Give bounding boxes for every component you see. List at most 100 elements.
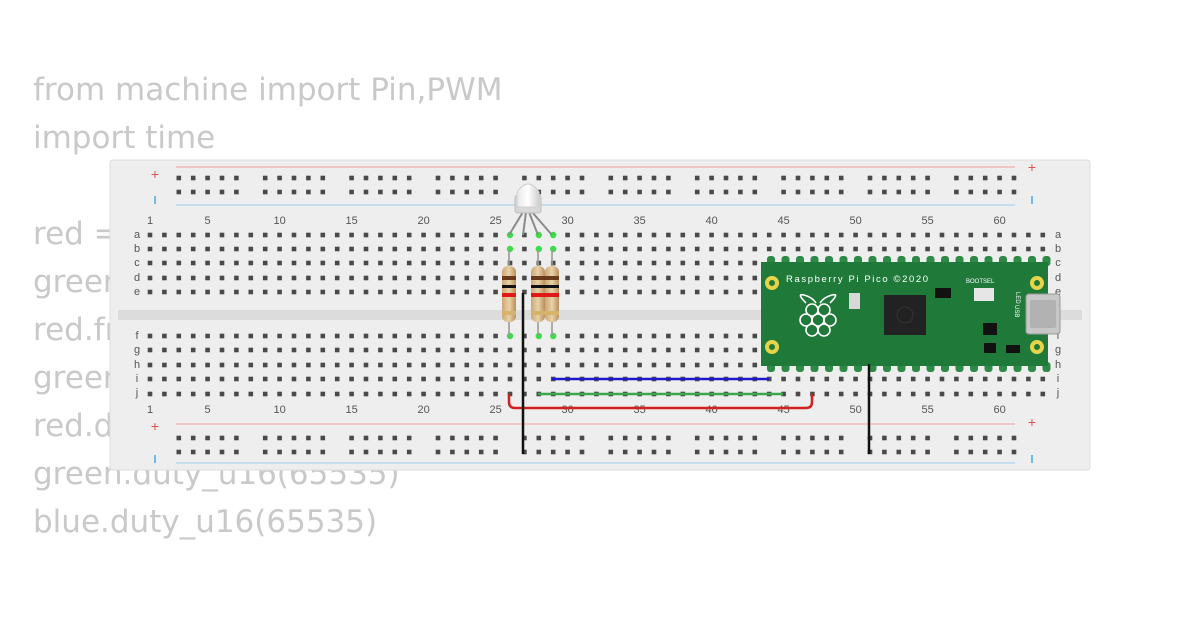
row-labels-right: a b c d e f g h i j xyxy=(1055,229,1062,399)
breadboard-hole xyxy=(334,260,340,266)
breadboard-hole xyxy=(651,289,657,295)
breadboard-hole xyxy=(378,347,383,353)
breadboard-hole xyxy=(478,275,484,281)
rgb-led[interactable] xyxy=(508,183,553,236)
rail-hole xyxy=(262,449,268,455)
breadboard-hole xyxy=(162,347,167,353)
breadboard-hole xyxy=(190,289,196,295)
breadboard-hole xyxy=(147,289,153,295)
breadboard-hole xyxy=(277,232,282,238)
breadboard-hole xyxy=(464,289,470,295)
breadboard-hole xyxy=(982,246,988,252)
breadboard-hole xyxy=(190,232,196,238)
breadboard-hole xyxy=(680,246,686,252)
rail-hole xyxy=(550,435,556,441)
breadboard-hole xyxy=(435,260,441,266)
breadboard-hole xyxy=(536,347,542,353)
raspberry-pi-pico[interactable]: Raspberry Pi Pico ©2020 BOOTSEL LED USB xyxy=(761,256,1061,372)
breadboard-hole xyxy=(277,260,282,266)
breadboard-hole xyxy=(363,333,369,339)
breadboard-hole xyxy=(622,289,628,295)
breadboard-hole xyxy=(205,391,210,397)
breadboard-hole xyxy=(421,260,426,266)
breadboard-hole xyxy=(680,275,686,281)
breadboard-hole xyxy=(939,232,945,238)
breadboard-hole xyxy=(176,391,182,397)
breadboard-hole xyxy=(709,260,714,266)
breadboard-hole xyxy=(478,333,484,339)
breadboard-hole xyxy=(176,333,182,339)
breadboard-hole xyxy=(176,289,182,295)
breadboard-hole xyxy=(622,232,628,238)
red-wire[interactable] xyxy=(507,394,814,410)
code-line: from machine import Pin,PWM xyxy=(33,72,503,108)
breadboard-hole xyxy=(450,275,455,281)
breadboard-hole xyxy=(781,391,786,397)
breadboard-hole xyxy=(421,376,426,382)
rail-hole xyxy=(219,189,225,195)
rail-hole xyxy=(838,435,844,441)
rail-hole xyxy=(838,449,844,455)
rail-hole xyxy=(622,449,628,455)
column-label: 60 xyxy=(993,404,1005,416)
rail-hole xyxy=(550,189,556,195)
rail-hole xyxy=(378,175,383,181)
breadboard-hole xyxy=(291,376,297,382)
breadboard-hole xyxy=(1026,246,1031,252)
column-label: 40 xyxy=(705,404,717,416)
rail-hole xyxy=(882,189,887,195)
rail-hole xyxy=(464,175,470,181)
breadboard-hole xyxy=(853,391,858,397)
rail-hole xyxy=(262,175,268,181)
breadboard-hole xyxy=(795,232,801,238)
breadboard-hole xyxy=(622,246,628,252)
breadboard-hole xyxy=(234,347,239,353)
resistor-band xyxy=(531,311,545,315)
rail-hole xyxy=(910,435,916,441)
breadboard-hole xyxy=(579,232,585,238)
breadboard-hole xyxy=(248,391,254,397)
breadboard-hole xyxy=(608,347,614,353)
breadboard-hole xyxy=(853,376,858,382)
resistor[interactable] xyxy=(545,266,559,322)
breadboard-hole xyxy=(896,376,902,382)
rail-hole xyxy=(219,175,225,181)
column-label: 35 xyxy=(633,215,645,227)
breadboard-hole xyxy=(651,362,657,368)
breadboard-hole xyxy=(939,391,945,397)
bootsel-button[interactable] xyxy=(974,288,994,301)
breadboard-hole xyxy=(406,275,412,281)
rail-hole xyxy=(694,175,700,181)
breadboard-hole xyxy=(1040,376,1046,382)
breadboard-hole xyxy=(738,260,743,266)
breadboard-hole xyxy=(306,275,311,281)
breadboard-hole xyxy=(205,347,210,353)
resistor[interactable] xyxy=(502,266,516,322)
rail-hole xyxy=(795,449,801,455)
row-label: a xyxy=(1055,229,1062,241)
breadboard-hole xyxy=(824,376,830,382)
breadboard-hole xyxy=(723,347,729,353)
breadboard-hole xyxy=(219,289,225,295)
breadboard-hole xyxy=(406,362,412,368)
rail-hole xyxy=(579,175,585,181)
rail-hole xyxy=(1011,189,1017,195)
breadboard-hole xyxy=(450,347,455,353)
breadboard-hole xyxy=(795,391,801,397)
breadboard-hole xyxy=(594,289,599,295)
breadboard-hole xyxy=(277,391,282,397)
breadboard-hole xyxy=(334,246,340,252)
breadboard-holes xyxy=(147,175,1046,455)
rail-hole xyxy=(738,435,743,441)
breadboard-hole xyxy=(291,362,297,368)
breadboard-hole xyxy=(565,246,570,252)
rail-hole xyxy=(723,449,729,455)
resistor-band xyxy=(531,293,545,297)
resistor[interactable] xyxy=(531,266,545,322)
breadboard-hole xyxy=(234,333,239,339)
breadboard-hole xyxy=(608,362,614,368)
breadboard-hole xyxy=(824,246,830,252)
breadboard-hole xyxy=(334,275,340,281)
breadboard-hole xyxy=(262,260,268,266)
breadboard-hole xyxy=(306,333,311,339)
